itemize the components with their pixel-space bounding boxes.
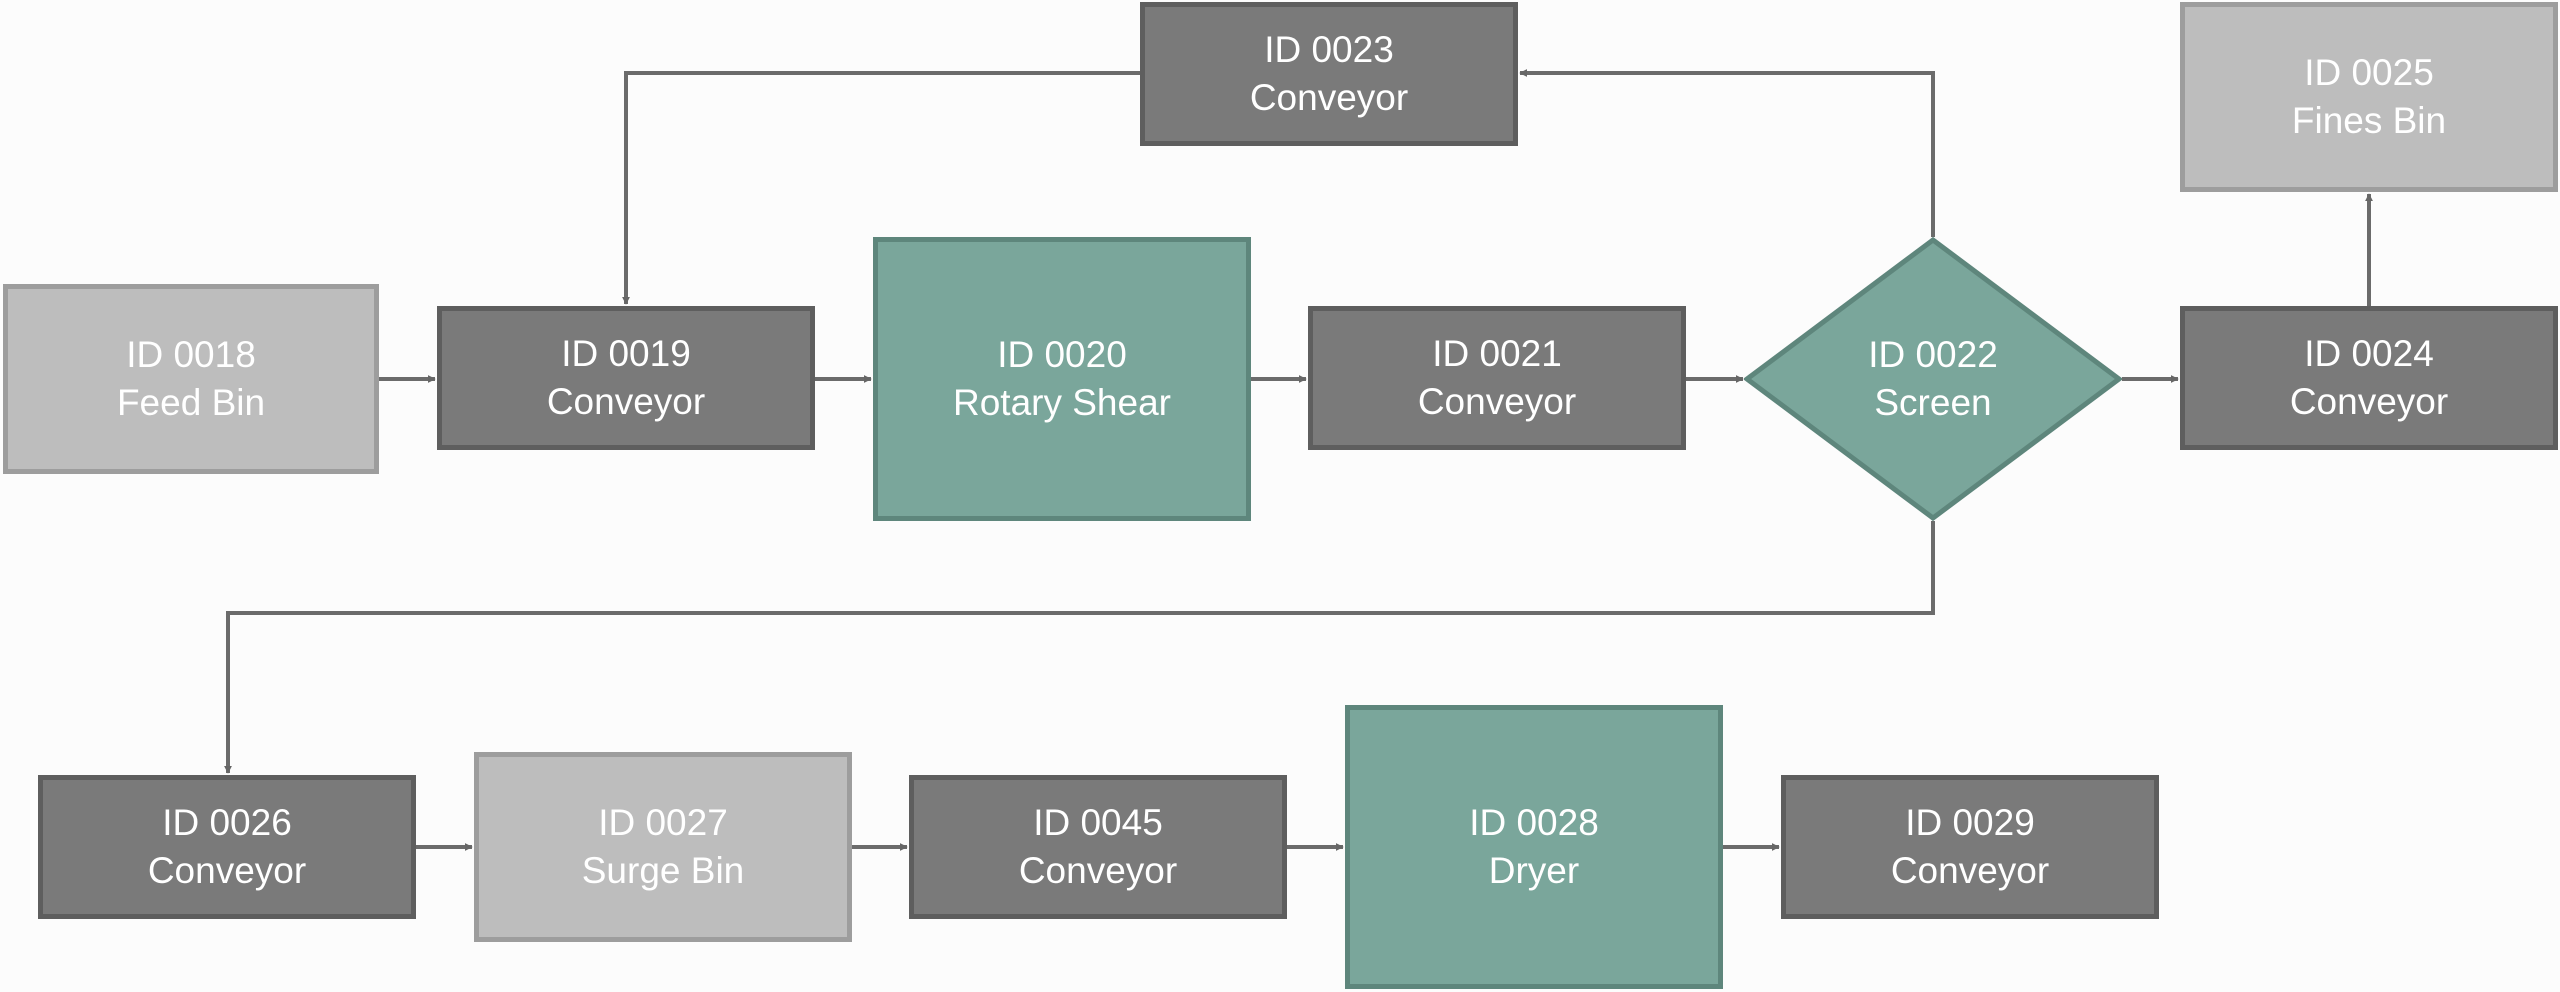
node-name-label: Surge Bin — [581, 850, 745, 891]
node-id-label: ID 0045 — [1033, 801, 1163, 843]
node-0022-screen[interactable]: ID 0022 Screen — [1744, 237, 2122, 521]
node-id-label: ID 0027 — [598, 801, 728, 843]
diamond-shape — [1744, 237, 2122, 521]
node-id-label: ID 0023 — [1264, 28, 1394, 70]
node-id-label: ID 0025 — [2304, 51, 2434, 93]
node-0019-conveyor[interactable]: ID 0019 Conveyor — [437, 306, 815, 450]
connector-0023-to-0019 — [622, 71, 1140, 305]
connector-0022-to-0023 — [1519, 69, 1935, 237]
node-0029-conveyor[interactable]: ID 0029 Conveyor — [1781, 775, 2159, 919]
node-id-label: ID 0020 — [997, 333, 1127, 375]
node-name-label: Dryer — [1488, 850, 1580, 891]
node-name-label: Screen — [1874, 382, 1992, 423]
node-id-label: ID 0024 — [2304, 332, 2434, 374]
connector-0022-to-0026 — [224, 521, 1935, 774]
node-0024-conveyor[interactable]: ID 0024 Conveyor — [2180, 306, 2558, 450]
node-0045-conveyor[interactable]: ID 0045 Conveyor — [909, 775, 1287, 919]
node-0026-conveyor[interactable]: ID 0026 Conveyor — [38, 775, 416, 919]
node-id-label: ID 0026 — [162, 801, 292, 843]
node-name-label: Conveyor — [1890, 850, 2050, 891]
node-name-label: Conveyor — [546, 381, 706, 422]
node-name-label: Conveyor — [2289, 381, 2449, 422]
node-name-label: Conveyor — [1249, 77, 1409, 118]
node-name-label: Feed Bin — [116, 382, 266, 423]
node-id-label: ID 0018 — [126, 333, 256, 375]
node-id-label: ID 0019 — [561, 332, 691, 374]
node-0021-conveyor[interactable]: ID 0021 Conveyor — [1308, 306, 1686, 450]
node-id-label: ID 0028 — [1469, 801, 1599, 843]
node-0023-conveyor[interactable]: ID 0023 Conveyor — [1140, 2, 1518, 146]
node-name-label: Conveyor — [1018, 850, 1178, 891]
node-0020-rotary-shear[interactable]: ID 0020 Rotary Shear — [873, 237, 1251, 521]
node-0025-fines-bin[interactable]: ID 0025 Fines Bin — [2180, 2, 2558, 192]
node-name-label: Conveyor — [1417, 381, 1577, 422]
node-id-label: ID 0029 — [1905, 801, 2035, 843]
node-0028-dryer[interactable]: ID 0028 Dryer — [1345, 705, 1723, 989]
node-name-label: Conveyor — [147, 850, 307, 891]
node-0018-feed-bin[interactable]: ID 0018 Feed Bin — [3, 284, 379, 474]
node-id-label: ID 0022 — [1868, 333, 1998, 375]
node-name-label: Rotary Shear — [953, 382, 1171, 423]
node-0027-surge-bin[interactable]: ID 0027 Surge Bin — [474, 752, 852, 942]
node-name-label: Fines Bin — [2291, 100, 2447, 141]
node-id-label: ID 0021 — [1432, 332, 1562, 374]
